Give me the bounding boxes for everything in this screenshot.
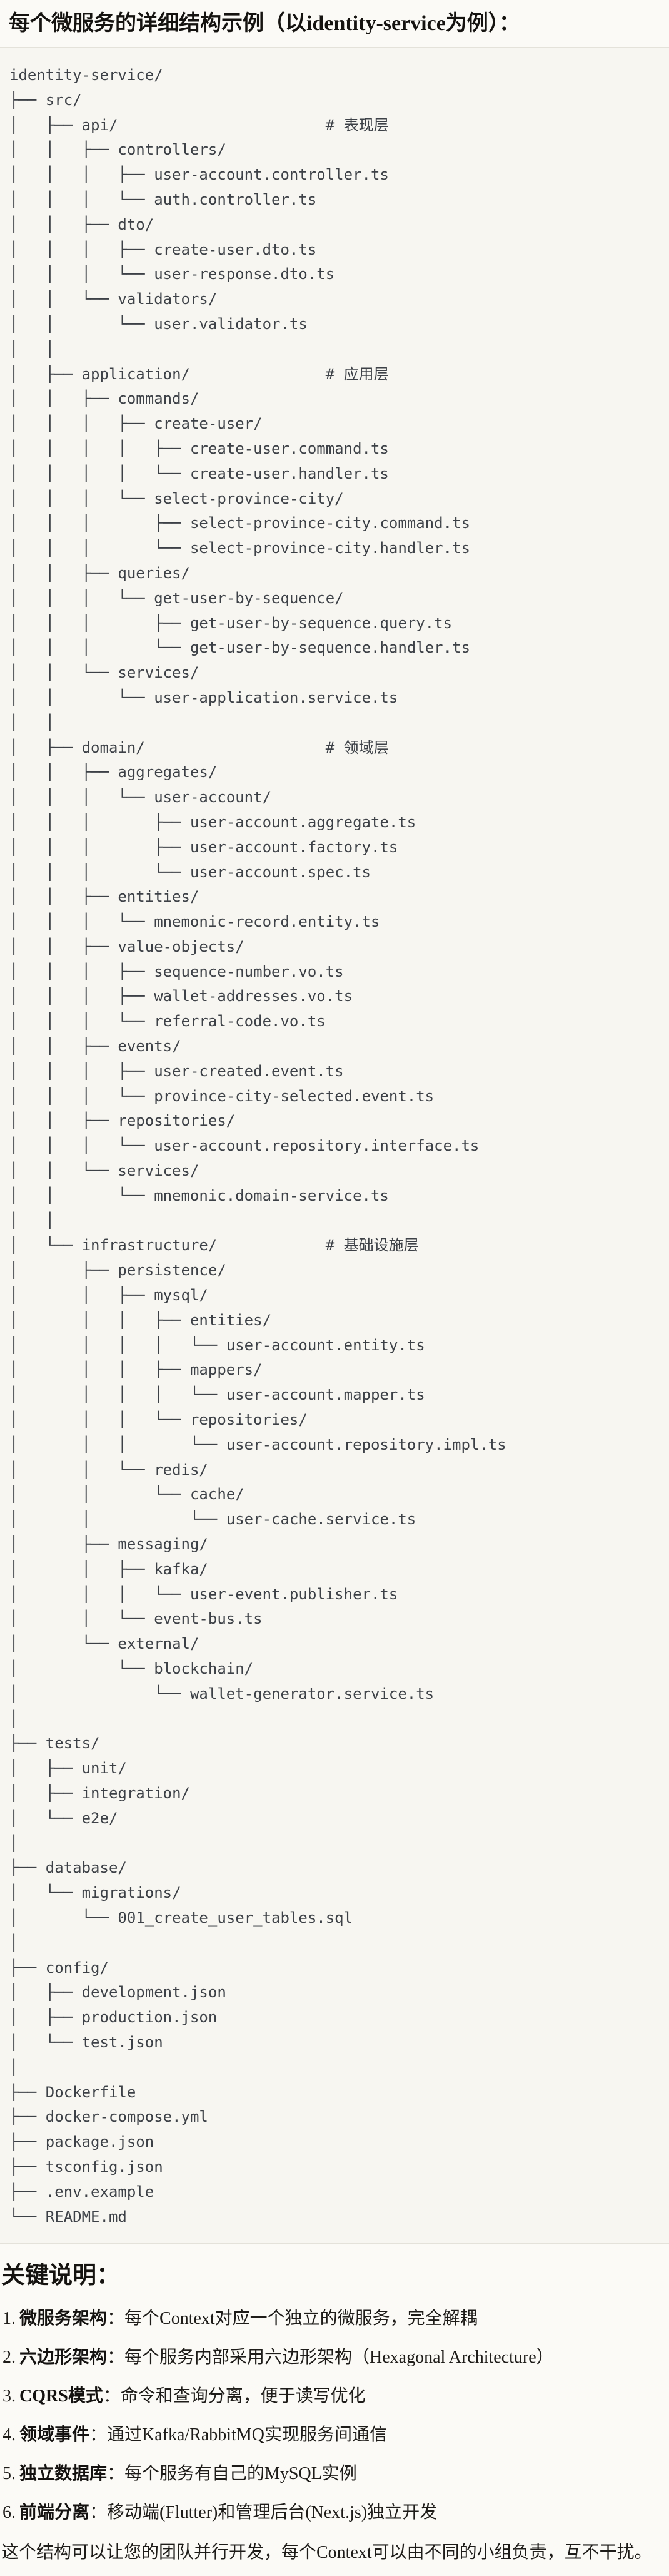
note-item-number: 5. [3, 2464, 16, 2484]
note-item: 3.CQRS模式：命令和查询分离，便于读写优化 [3, 2384, 661, 2409]
note-item-label: 微服务架构 [19, 2309, 108, 2329]
note-item-number: 6. [3, 2503, 16, 2523]
note-item: 2.六边形架构：每个服务内部采用六边形架构（Hexagonal Architec… [3, 2345, 661, 2370]
note-item-label: CQRS模式 [19, 2386, 103, 2406]
closing-paragraph: 这个结构可以让您的团队并行开发，每个Context可以由不同的小组负责，互不干扰… [1, 2543, 652, 2563]
note-item-desc: ：移动端(Flutter)和管理后台(Next.js)独立开发 [89, 2503, 438, 2523]
note-item-number: 4. [3, 2425, 16, 2445]
file-tree-code-block: identity-service/ ├── src/ │ ├── api/ # … [0, 47, 669, 2244]
note-item-number: 2. [3, 2348, 16, 2368]
note-item-desc: ：每个服务有自己的MySQL实例 [107, 2464, 357, 2484]
note-item-desc: ：每个服务内部采用六边形架构（Hexagonal Architecture） [107, 2348, 554, 2368]
note-item-label: 前端分离 [19, 2503, 90, 2523]
notes-section: 关键说明： 1.微服务架构：每个Context对应一个独立的微服务，完全解耦 2… [0, 2244, 669, 2575]
notes-list: 1.微服务架构：每个Context对应一个独立的微服务，完全解耦 2.六边形架构… [1, 2306, 661, 2525]
note-item-desc: ：命令和查询分离，便于读写优化 [103, 2386, 366, 2406]
note-item: 6.前端分离：移动端(Flutter)和管理后台(Next.js)独立开发 [3, 2500, 661, 2525]
note-item-number: 1. [3, 2309, 16, 2329]
note-item-label: 六边形架构 [19, 2348, 108, 2368]
note-item-label: 领域事件 [19, 2425, 90, 2445]
page-title: 每个微服务的详细结构示例（以identity-service为例）： [9, 12, 520, 35]
note-item-desc: ：通过Kafka/RabbitMQ实现服务间通信 [89, 2425, 387, 2445]
note-item: 1.微服务架构：每个Context对应一个独立的微服务，完全解耦 [3, 2306, 661, 2331]
note-item: 4.领域事件：通过Kafka/RabbitMQ实现服务间通信 [3, 2423, 661, 2448]
note-item-desc: ：每个Context对应一个独立的微服务，完全解耦 [107, 2309, 478, 2329]
note-item-number: 3. [3, 2386, 16, 2406]
notes-heading: 关键说明： [1, 2263, 121, 2289]
note-item-label: 独立数据库 [19, 2464, 108, 2484]
note-item: 5.独立数据库：每个服务有自己的MySQL实例 [3, 2461, 661, 2487]
